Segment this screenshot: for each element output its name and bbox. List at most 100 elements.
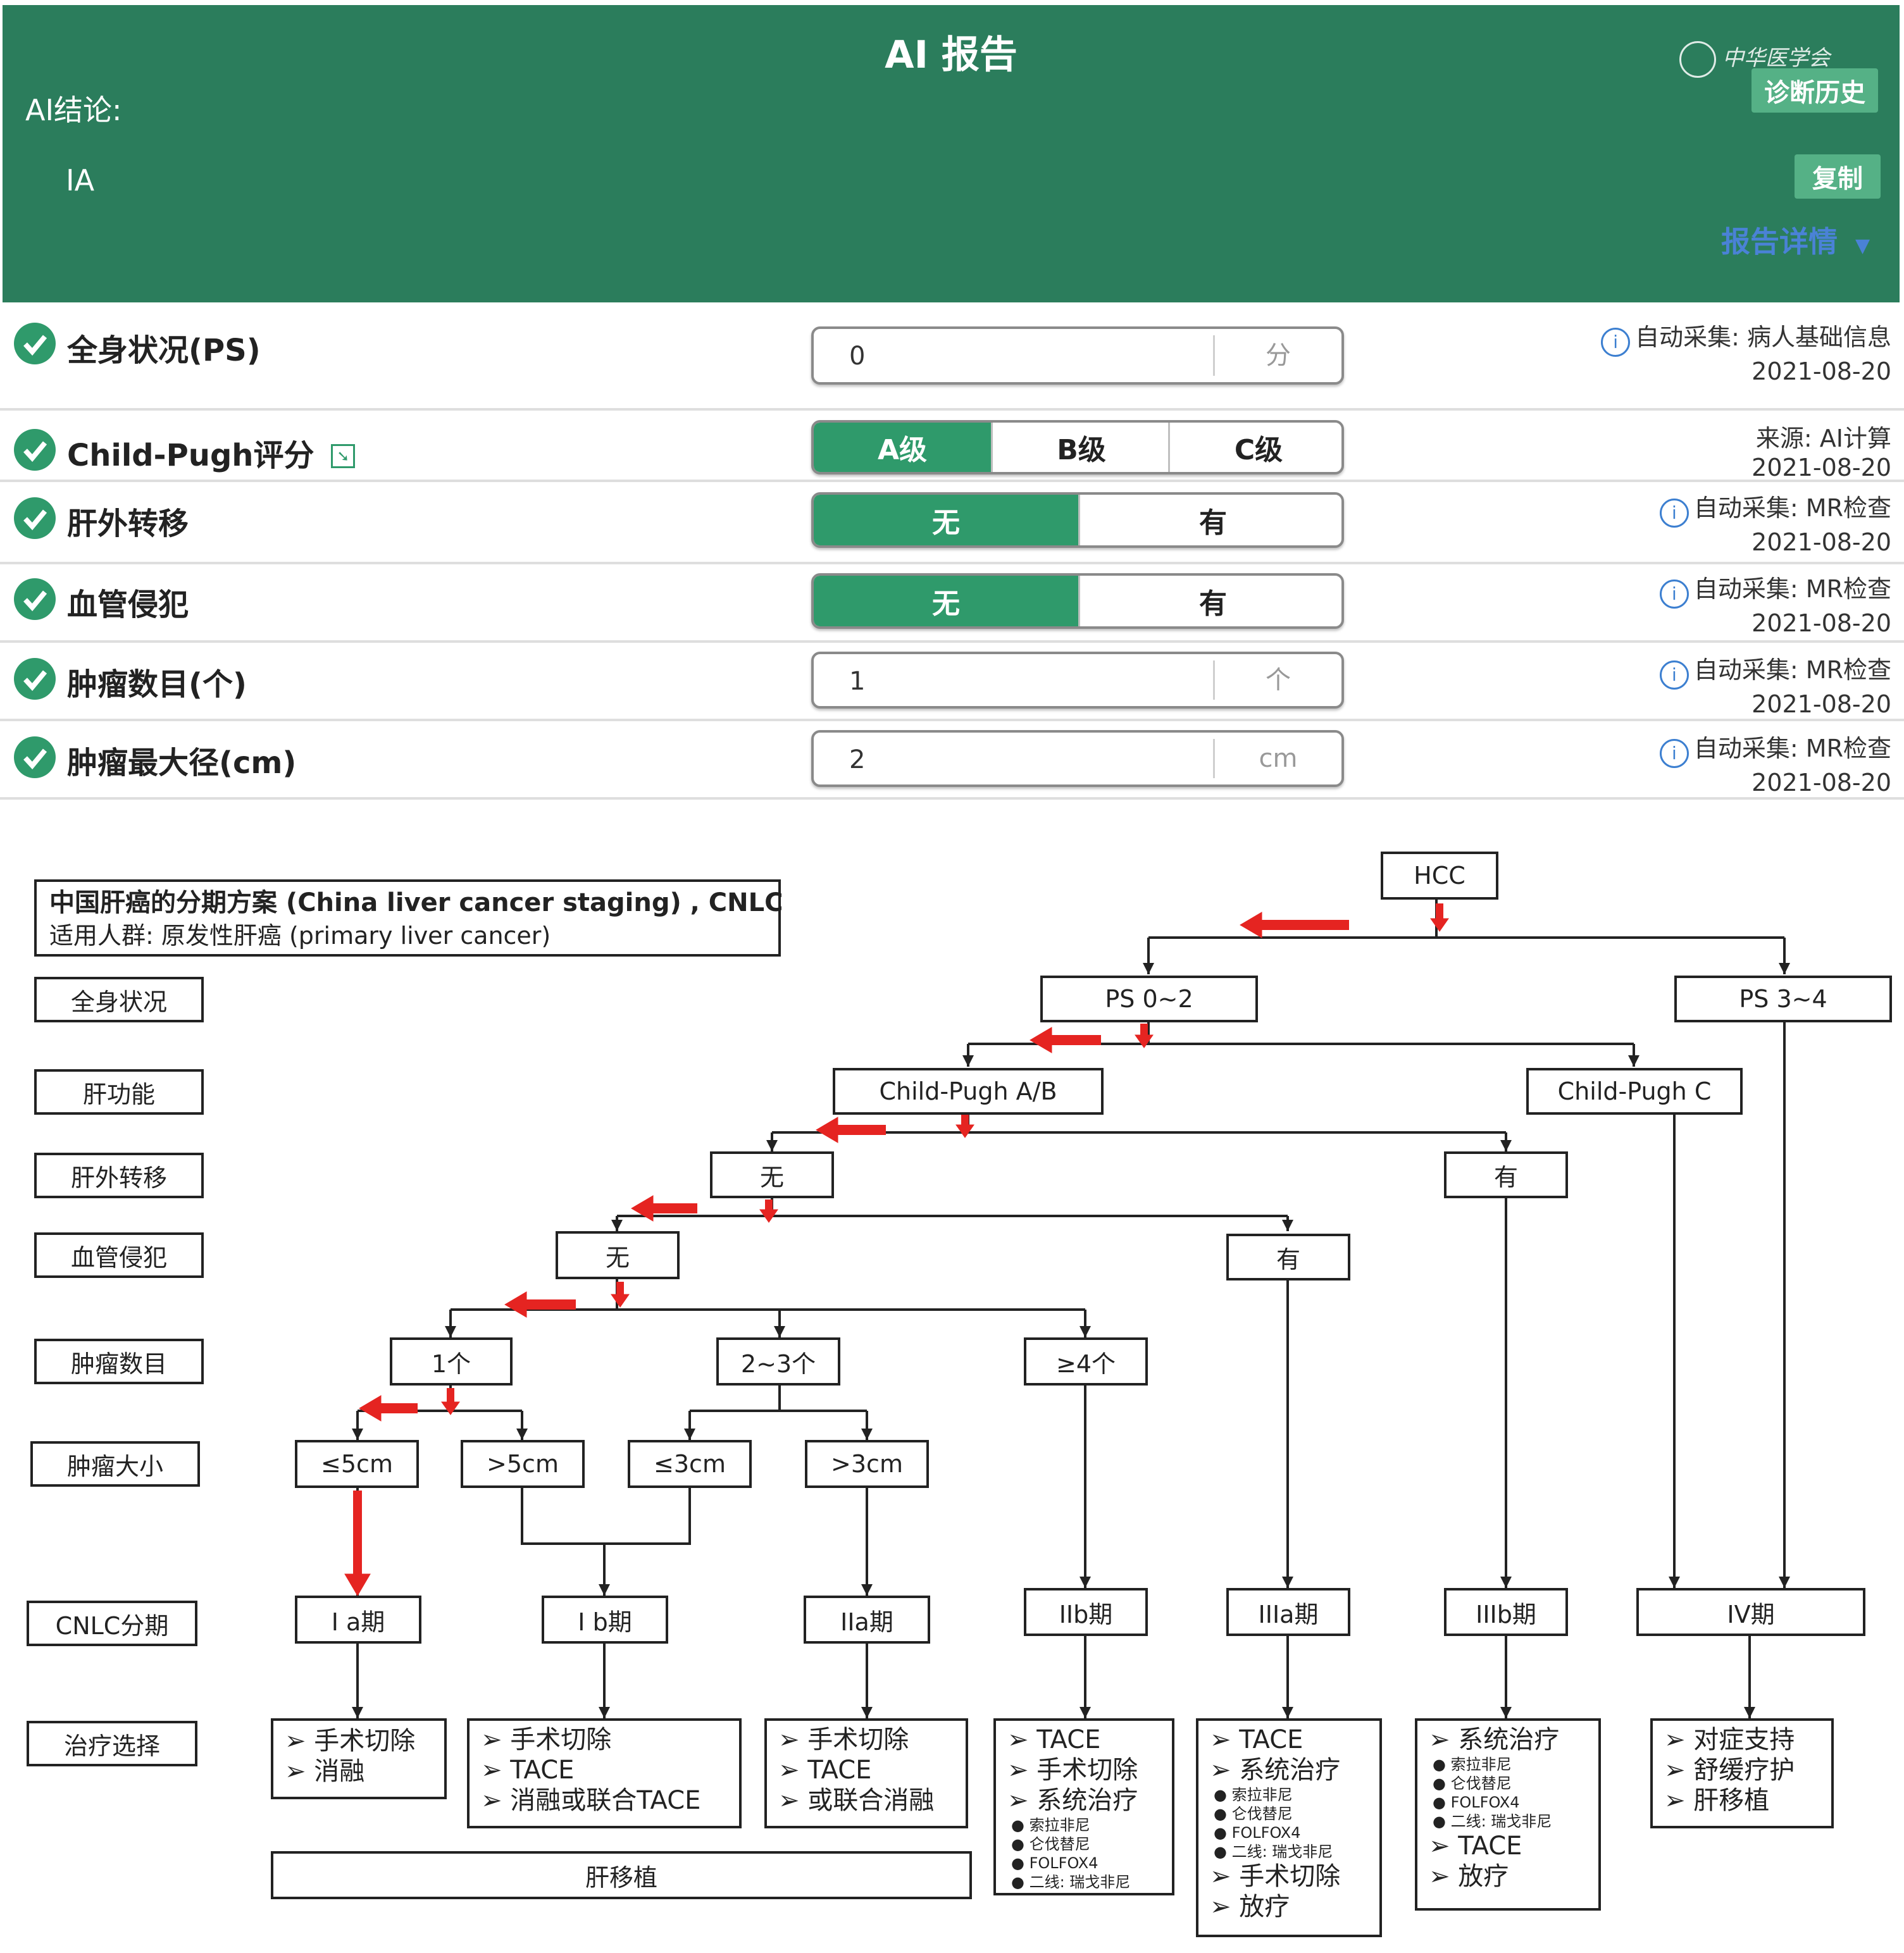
tumor-diameter-input[interactable]: 2 cm: [811, 730, 1344, 787]
node-stage-1a: I a期: [295, 1596, 421, 1644]
source-text: 自动采集: 病人基础信息: [1635, 323, 1891, 351]
treatment-item: ➢ TACE: [1007, 1725, 1101, 1754]
tumor-diameter-unit: cm: [1213, 739, 1341, 778]
treatment-item: ➢ TACE: [1210, 1725, 1304, 1754]
segment-option-a[interactable]: A级: [814, 423, 991, 472]
row-divider: [0, 562, 1904, 564]
segment-option-no[interactable]: 无: [814, 495, 1078, 545]
node-vascular-yes: 有: [1226, 1234, 1350, 1280]
tumor-count-input[interactable]: 1 个: [811, 652, 1344, 709]
info-icon: i: [1659, 499, 1689, 528]
check-icon: [14, 497, 56, 539]
diagram-title: 中国肝癌的分期方案 (China liver cancer staging) ,…: [49, 888, 783, 917]
ps-input-unit: 分: [1213, 335, 1341, 376]
node-size-le3: ≤3cm: [628, 1440, 752, 1488]
node-vascular-no: 无: [556, 1231, 680, 1279]
treatment-item: ➢ 消融或联合TACE: [481, 1786, 701, 1815]
treatment-item: ➢ TACE: [481, 1756, 575, 1785]
node-stage-1b: I b期: [542, 1596, 668, 1644]
source-text: 自动采集: MR检查: [1693, 656, 1891, 684]
treatment-item: ➢ 手术切除: [285, 1727, 416, 1756]
treatment-1b: ➢ 手术切除 ➢ TACE ➢ 消融或联合TACE: [467, 1718, 742, 1828]
treatment-item: ➢ 放疗: [1429, 1862, 1509, 1891]
treatment-item: ➢ TACE: [778, 1756, 872, 1785]
treatment-item: ➢ 或联合消融: [778, 1786, 935, 1815]
left-label-treatment: 治疗选择: [27, 1721, 197, 1766]
caret-down-icon: ▼: [1855, 235, 1870, 257]
info-icon: i: [1601, 328, 1631, 357]
node-stage-2a: IIa期: [804, 1596, 930, 1644]
check-icon: [14, 736, 56, 778]
row-label: 肿瘤最大径(cm): [67, 745, 297, 781]
report-header: AI 报告 AI结论: IA 中华医学会 诊断历史 复制 报告详情 ▼: [3, 5, 1900, 302]
segment-option-b[interactable]: B级: [991, 423, 1170, 472]
segment-option-no[interactable]: 无: [814, 576, 1078, 626]
row-label-text: Child-Pugh评分: [67, 438, 314, 473]
watermark-logo: 中华医学会: [1679, 40, 1830, 78]
row-label: 肿瘤数目(个): [67, 667, 247, 702]
segment-option-yes[interactable]: 有: [1078, 495, 1341, 545]
tumor-count-value: 1: [849, 667, 866, 696]
ps-input[interactable]: 0 分: [811, 326, 1344, 385]
node-child-pugh-c: Child-Pugh C: [1526, 1068, 1743, 1115]
left-label-liver-function: 肝功能: [34, 1069, 204, 1115]
node-stage-3a: IIIa期: [1226, 1588, 1350, 1636]
treatment-item: ➢ 手术切除: [778, 1725, 909, 1754]
source-date: 2021-08-20: [1752, 609, 1891, 637]
conclusion-label: AI结论:: [25, 93, 122, 127]
left-label-stage: CNLC分期: [27, 1601, 197, 1646]
treatment-subitem: ● FOLFOX4: [1433, 1794, 1520, 1811]
conclusion-value: IA: [66, 163, 95, 197]
treatment-2b: ➢ TACE ➢ 手术切除 ➢ 系统治疗 ● 索拉非尼 ● 仑伐替尼 ● FOL…: [993, 1718, 1174, 1895]
vascular-segment: 无 有: [811, 573, 1344, 629]
treatment-subitem: ● 二线: 瑞戈非尼: [1433, 1813, 1552, 1830]
row-label: 肝外转移: [67, 506, 189, 542]
details-link[interactable]: 报告详情 ▼: [1721, 219, 1870, 261]
treatment-subitem: ● FOLFOX4: [1011, 1854, 1098, 1872]
source-text: 自动采集: MR检查: [1693, 494, 1891, 522]
left-label-ps: 全身状况: [34, 977, 204, 1022]
row-label: 血管侵犯: [67, 587, 189, 623]
details-link-label: 报告详情: [1721, 225, 1838, 259]
treatment-subitem: ● 索拉非尼: [1011, 1816, 1090, 1834]
treatment-3a: ➢ TACE ➢ 系统治疗 ● 索拉非尼 ● 仑伐替尼 ● FOLFOX4 ● …: [1196, 1718, 1382, 1937]
tumor-diameter-value: 2: [849, 745, 866, 774]
source-date: 2021-08-20: [1752, 769, 1891, 797]
segment-option-c[interactable]: C级: [1168, 423, 1341, 472]
treatment-item: ➢ 手术切除: [481, 1725, 612, 1754]
check-icon: [14, 323, 56, 364]
treatment-1a: ➢ 手术切除 ➢ 消融: [271, 1718, 447, 1799]
left-label-vascular: 血管侵犯: [34, 1232, 204, 1278]
treatment-item: ➢ TACE: [1429, 1832, 1522, 1861]
treatment-4: ➢ 对症支持 ➢ 舒缓疗护 ➢ 肝移植: [1650, 1718, 1834, 1828]
child-pugh-segment: A级 B级 C级: [811, 420, 1344, 474]
treatment-subitem: ● FOLFOX4: [1214, 1824, 1301, 1842]
watermark-text: 中华医学会: [1722, 46, 1830, 71]
history-button[interactable]: 诊断历史: [1752, 68, 1878, 113]
check-icon: [14, 658, 56, 700]
treatment-subitem: ● 二线: 瑞戈非尼: [1011, 1873, 1131, 1891]
node-stage-3b: IIIb期: [1444, 1588, 1568, 1636]
treatment-subitem: ● 索拉非尼: [1433, 1756, 1512, 1773]
row-child-pugh: Child-Pugh评分 ➘ A级 B级 C级 来源: AI计算 2021-08…: [0, 411, 1904, 481]
external-link-icon[interactable]: ➘: [331, 444, 356, 468]
liver-transplant-box: 肝移植: [271, 1851, 972, 1899]
copy-button[interactable]: 复制: [1795, 154, 1881, 199]
treatment-item: ➢ 舒缓疗护: [1664, 1756, 1795, 1785]
row-label: Child-Pugh评分 ➘: [67, 430, 356, 474]
node-size-gt3: >3cm: [805, 1440, 929, 1488]
segment-option-yes[interactable]: 有: [1078, 576, 1341, 626]
node-size-le5: ≤5cm: [295, 1440, 419, 1488]
left-label-tumor-count: 肿瘤数目: [34, 1339, 204, 1384]
treatment-item: ➢ 放疗: [1210, 1892, 1290, 1921]
metastasis-segment: 无 有: [811, 492, 1344, 548]
node-count-4: ≥4个: [1024, 1337, 1148, 1386]
